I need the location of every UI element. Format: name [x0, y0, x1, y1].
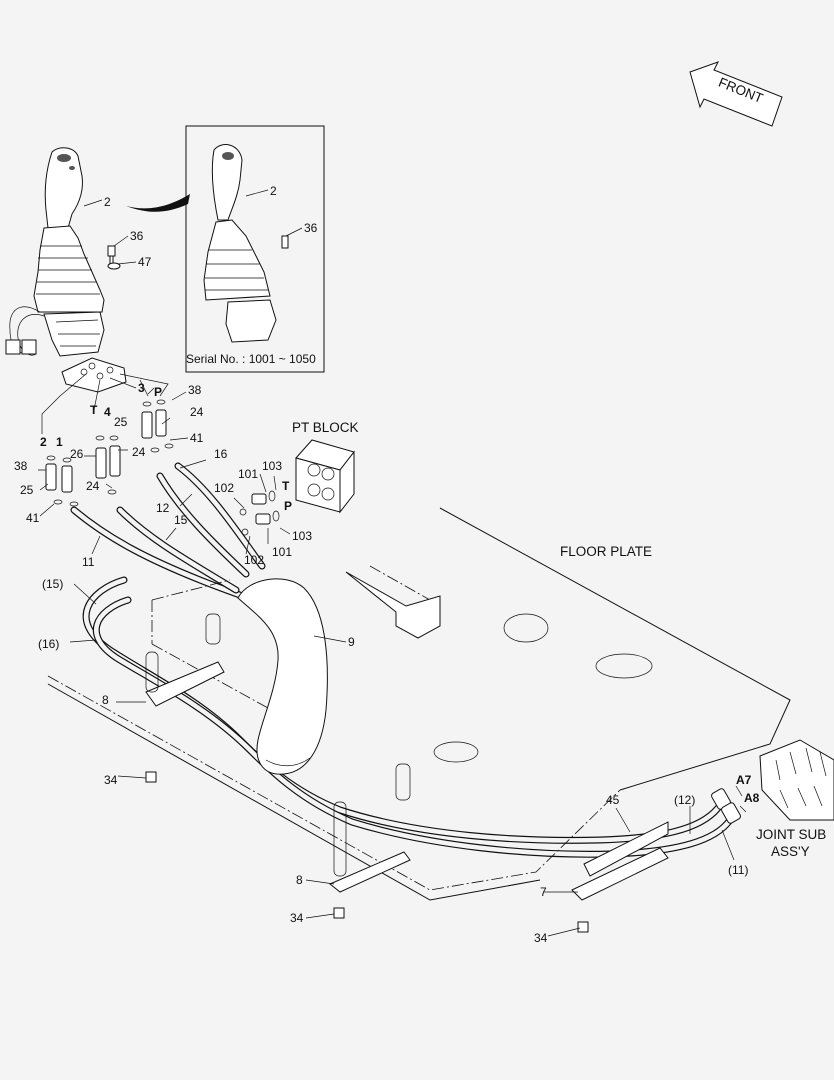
callout: 7	[540, 885, 547, 899]
callout: 103	[262, 459, 282, 473]
callout: 36	[304, 221, 318, 235]
callout: 25	[114, 415, 128, 429]
callout: 38	[188, 383, 202, 397]
callout: (15)	[42, 577, 63, 591]
front-arrow-icon: FRONT	[689, 61, 783, 127]
callout: T	[282, 479, 290, 493]
callout: 2	[104, 195, 111, 209]
callout: 34	[104, 773, 118, 787]
callout: 103	[292, 529, 312, 543]
callout: 1	[56, 435, 63, 449]
callout: T	[90, 403, 98, 417]
floor-plate	[47, 507, 791, 901]
callout: 102	[214, 481, 234, 495]
callout: 24	[132, 445, 146, 459]
callout: 34	[290, 911, 304, 925]
pt-block-label: PT BLOCK	[292, 420, 359, 435]
callout: 24	[190, 405, 204, 419]
callout: 2	[40, 435, 47, 449]
fittings	[41, 373, 174, 507]
bolt-34-icon	[145, 771, 589, 933]
callout: A7	[736, 773, 752, 787]
callout: 41	[190, 431, 204, 445]
callout: (16)	[38, 637, 59, 651]
callout: 24	[86, 479, 100, 493]
pt-adapters	[239, 490, 280, 536]
joint-sub-label-1: JOINT SUB	[756, 827, 826, 842]
callout: P	[154, 385, 162, 399]
callout: 101	[238, 467, 258, 481]
plate-icon	[61, 357, 127, 393]
callout: (11)	[728, 863, 748, 877]
callout: 26	[70, 447, 84, 461]
hoses	[70, 462, 734, 858]
callout: 25	[20, 483, 34, 497]
callout: 12	[156, 501, 170, 515]
callout: 15	[174, 513, 188, 527]
callout: 3	[138, 381, 145, 395]
callout: 8	[296, 873, 303, 887]
callout: A8	[744, 791, 760, 805]
callout: 34	[534, 931, 548, 945]
callout: 38	[14, 459, 28, 473]
joint-sub-label-2: ASS'Y	[771, 844, 810, 859]
callout: 2	[270, 184, 277, 198]
protector-sleeve	[237, 578, 328, 775]
clamps	[145, 651, 669, 933]
callout: P	[284, 499, 292, 513]
callout: (12)	[674, 793, 695, 807]
callout: 8	[102, 693, 109, 707]
callout: 11	[82, 555, 95, 569]
inset-box: Serial No. : 1001 ~ 1050	[126, 125, 325, 373]
callout: 36	[130, 229, 144, 243]
floor-plate-label: FLOOR PLATE	[560, 544, 652, 559]
callout: 102	[244, 553, 264, 567]
leader-lines	[38, 189, 747, 937]
callout: 9	[348, 635, 355, 649]
callout: 41	[26, 511, 40, 525]
pt-block	[295, 439, 355, 514]
callout: 45	[606, 793, 620, 807]
callout: 16	[214, 447, 228, 461]
joint-sub-assembly	[711, 739, 834, 824]
callout: 4	[104, 405, 111, 419]
serial-label: Serial No. : 1001 ~ 1050	[186, 352, 316, 366]
callout: 47	[138, 255, 152, 269]
joystick-main	[5, 147, 105, 357]
callout: 101	[272, 545, 292, 559]
bolt-36-main-icon	[107, 245, 121, 270]
callout-labels: 2 36 47 2 36 3 P 38 24 25 41 T 4 2 1 26 …	[14, 184, 760, 945]
